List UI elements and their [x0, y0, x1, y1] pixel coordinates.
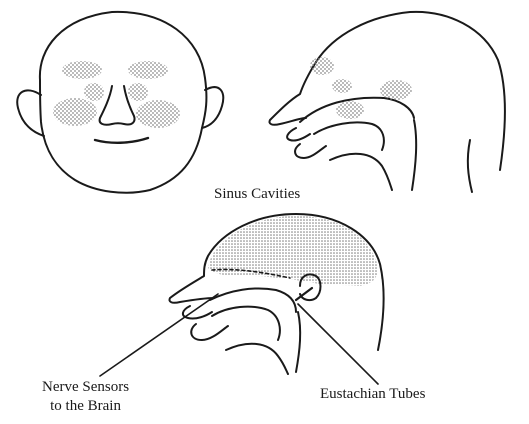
- front-mouth: [95, 138, 148, 143]
- bottom-tongue: [212, 307, 280, 340]
- side-sinus-maxillary: [336, 101, 364, 119]
- bottom-palate: [210, 288, 296, 312]
- side-head: [269, 12, 505, 192]
- eustachian-tubes-label: Eustachian Tubes: [320, 387, 425, 402]
- nerve-sensors-label-line1: Nerve Sensors: [42, 378, 129, 397]
- bottom-lower-lip: [191, 324, 228, 340]
- side-sinus-ethmoid: [332, 79, 352, 93]
- nerve-sensors-label-line2: to the Brain: [42, 397, 129, 416]
- brain-region: [208, 216, 378, 286]
- side-lower-lip: [295, 144, 326, 158]
- front-head: [17, 12, 223, 193]
- nerve-sensors-label: Nerve Sensors to the Brain: [42, 378, 129, 416]
- front-sinus-regions: [53, 61, 180, 128]
- front-sinus-maxillary-left: [53, 98, 97, 126]
- side-throat-front: [330, 154, 392, 190]
- sinus-cavities-caption: Sinus Cavities: [214, 187, 300, 202]
- front-sinus-ethmoid-right: [128, 83, 148, 101]
- bottom-head: [100, 214, 384, 384]
- front-sinus-ethmoid-left: [84, 83, 104, 101]
- bottom-throat-back: [296, 312, 300, 372]
- front-sinus-frontal-left: [62, 61, 102, 79]
- eustachian-tubes-pointer: [298, 304, 378, 384]
- front-sinus-maxillary-right: [136, 100, 180, 128]
- side-sinus-regions: [310, 57, 412, 119]
- side-sinus-sphenoid: [380, 80, 412, 100]
- side-neck-back: [468, 140, 472, 192]
- nerve-sensors-pointer: [100, 294, 218, 376]
- front-sinus-frontal-right: [128, 61, 168, 79]
- bottom-throat-front: [226, 344, 288, 374]
- side-sinus-frontal: [310, 57, 334, 75]
- side-upper-lip: [287, 128, 310, 141]
- side-throat-back: [412, 120, 416, 190]
